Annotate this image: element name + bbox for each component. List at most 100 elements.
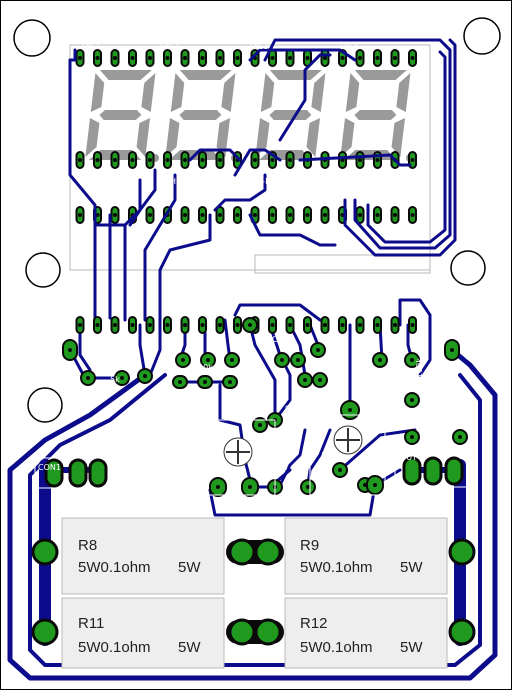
pad [241, 477, 259, 497]
dis3-label: DIS3 [250, 42, 269, 51]
pad [75, 151, 85, 169]
digit-1 [85, 70, 159, 162]
pad [198, 151, 207, 169]
pad [390, 206, 400, 224]
r9-power: 5W [400, 559, 423, 576]
pad [145, 49, 155, 67]
connector-out [394, 454, 471, 488]
pad [332, 462, 348, 478]
segment-c [391, 118, 406, 157]
connector-outline [34, 457, 111, 489]
segment-b [221, 73, 236, 112]
pad [163, 49, 172, 67]
pad [233, 316, 242, 334]
pad [355, 316, 365, 334]
pad [228, 618, 256, 646]
5v-label: 5V [465, 349, 474, 360]
power-pads [31, 538, 476, 646]
pad [366, 475, 384, 495]
pad [198, 49, 207, 67]
pad [355, 206, 365, 224]
r8-power: 5W [178, 559, 201, 576]
mounting-hole [25, 252, 61, 288]
pad [297, 372, 313, 388]
pad [114, 370, 130, 386]
pad [128, 151, 137, 169]
r11-designator: R11 [78, 615, 104, 632]
segment-f [90, 73, 105, 112]
r1-value: 22k [420, 433, 435, 442]
mounting-holes [13, 17, 501, 423]
r6-label: R6 [106, 361, 117, 370]
segment-g [99, 110, 142, 120]
pad [268, 206, 277, 224]
trace [278, 53, 332, 142]
pad [31, 538, 59, 566]
pad [373, 49, 382, 67]
pad [110, 49, 120, 67]
segment-a [179, 70, 232, 80]
pad [224, 352, 240, 368]
mounting-hole [463, 17, 501, 55]
con2-label: CON2 [408, 501, 431, 510]
pad [285, 316, 295, 334]
pad [172, 375, 188, 389]
pad [197, 375, 213, 389]
pad-pair [226, 618, 284, 646]
pad [404, 429, 420, 445]
pad [62, 339, 78, 361]
ic-designator: U1 [300, 261, 311, 270]
out-label: OUT [400, 453, 417, 462]
trace [398, 298, 432, 377]
pad [452, 429, 468, 445]
pad [300, 479, 316, 495]
xp2-label: XP2 [440, 327, 455, 336]
trace [213, 173, 267, 212]
component-pads [62, 317, 468, 497]
dis4-label: DIS4 [340, 42, 359, 51]
trace [128, 168, 157, 227]
con1-label: CON1 [38, 463, 61, 472]
c-10n-value: 10n [283, 405, 292, 420]
trace [78, 323, 92, 372]
pad [312, 372, 328, 388]
pad [338, 151, 347, 169]
trace [338, 428, 417, 472]
pad [404, 392, 420, 408]
pad [175, 352, 191, 368]
pad [285, 206, 295, 224]
r6-value: 5k [110, 375, 120, 384]
input-label: INPUT [52, 497, 76, 506]
mounting-hole [450, 250, 486, 286]
pad [128, 49, 137, 67]
pad [198, 206, 207, 224]
pad [254, 538, 282, 566]
trace [248, 48, 357, 62]
segment-g [354, 110, 397, 120]
pad [404, 352, 420, 368]
pad [402, 456, 422, 486]
pad [215, 316, 225, 334]
pad [303, 206, 312, 224]
pad [448, 618, 476, 646]
c-1n-value: 1n [283, 440, 292, 450]
r3-value: 100k [259, 455, 268, 475]
pad [285, 151, 295, 169]
segment-e [255, 118, 270, 157]
pad [93, 49, 102, 67]
pad [444, 339, 460, 361]
pad [408, 316, 417, 334]
pad [408, 49, 417, 67]
trace [208, 468, 402, 517]
trace [343, 38, 457, 257]
r12-spec: 5W0.1ohm [300, 639, 373, 656]
pad [340, 400, 360, 420]
power-trace [7, 347, 498, 681]
pad [137, 368, 153, 384]
r-20k-value: 20k [198, 363, 213, 372]
trace [233, 148, 282, 177]
pad [110, 206, 120, 224]
r11-spec: 5W0.1ohm [78, 639, 151, 656]
r4-label: R4 [296, 471, 307, 480]
seven-segment-digits [85, 70, 414, 162]
